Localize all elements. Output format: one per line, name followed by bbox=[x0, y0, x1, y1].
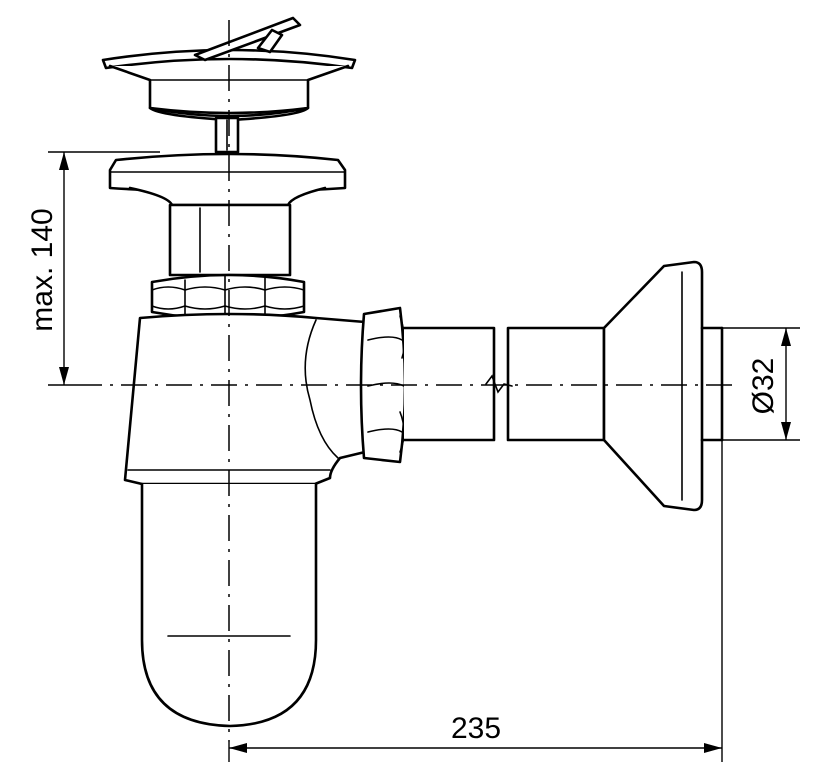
height-dimension-label: max. 140 bbox=[26, 208, 59, 331]
length-dimension-label: 235 bbox=[451, 712, 501, 745]
height-dimension: max. 140 bbox=[26, 151, 160, 386]
union-nut bbox=[150, 273, 306, 321]
diameter-dimension-label: Ø32 bbox=[747, 358, 780, 415]
trap-body bbox=[123, 312, 367, 486]
sink-flange bbox=[108, 152, 347, 207]
outlet-pipe bbox=[402, 326, 606, 442]
tailpiece-tube bbox=[168, 203, 292, 277]
length-dimension: 235 bbox=[228, 440, 723, 762]
diameter-dimension: Ø32 bbox=[722, 327, 800, 441]
wall-rosette bbox=[602, 260, 724, 512]
center-lines bbox=[76, 20, 738, 742]
